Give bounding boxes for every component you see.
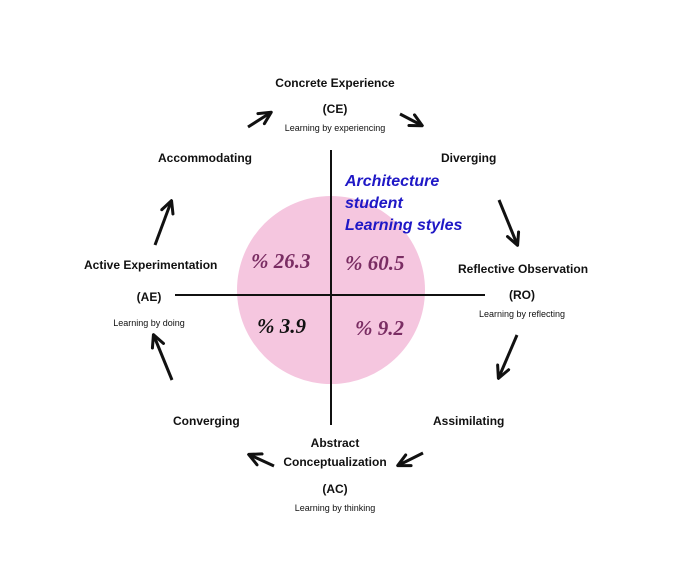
- diagram-title: Architecture student Learning styles: [345, 171, 462, 237]
- arrow-ac-right: [396, 451, 424, 468]
- arrow-ce-left: [247, 110, 273, 129]
- percent-bottom-left: % 3.9: [257, 314, 306, 338]
- style-converging: Converging: [173, 414, 240, 428]
- ro-desc: Learning by reflecting: [478, 309, 566, 319]
- ce-abbr: (CE): [322, 102, 348, 116]
- percent-top-right: % 60.5: [345, 251, 405, 275]
- title-line-3: Learning styles: [345, 217, 463, 234]
- percent-top-left: % 26.3: [251, 249, 311, 273]
- ac-label-line1: Abstract: [310, 436, 360, 450]
- ac-abbr: (AC): [322, 482, 348, 496]
- ro-label: Reflective Observation: [458, 262, 589, 276]
- arrow-ce-right: [399, 112, 424, 128]
- arrow-converging-up: [150, 333, 174, 381]
- ce-desc: Learning by experiencing: [284, 123, 386, 133]
- ae-desc: Learning by doing: [113, 318, 185, 328]
- arrow-ae-up: [153, 199, 175, 246]
- arrow-diverging-down: [497, 199, 521, 247]
- ae-label: Active Experimentation: [84, 258, 218, 272]
- title-line-2: student: [345, 195, 403, 212]
- percent-bottom-right: % 9.2: [355, 316, 404, 340]
- arrow-ac-left: [247, 452, 275, 468]
- style-diverging: Diverging: [441, 151, 497, 165]
- ce-label: Concrete Experience: [275, 76, 395, 90]
- style-accommodating: Accommodating: [158, 151, 253, 165]
- ae-abbr: (AE): [136, 290, 162, 304]
- ac-desc: Learning by thinking: [294, 503, 376, 513]
- title-line-1: Architecture: [345, 173, 440, 190]
- arrow-ro-down: [496, 334, 519, 380]
- style-assimilating: Assimilating: [433, 414, 505, 428]
- ac-label-line2: Conceptualization: [283, 455, 387, 469]
- ro-abbr: (RO): [509, 288, 535, 302]
